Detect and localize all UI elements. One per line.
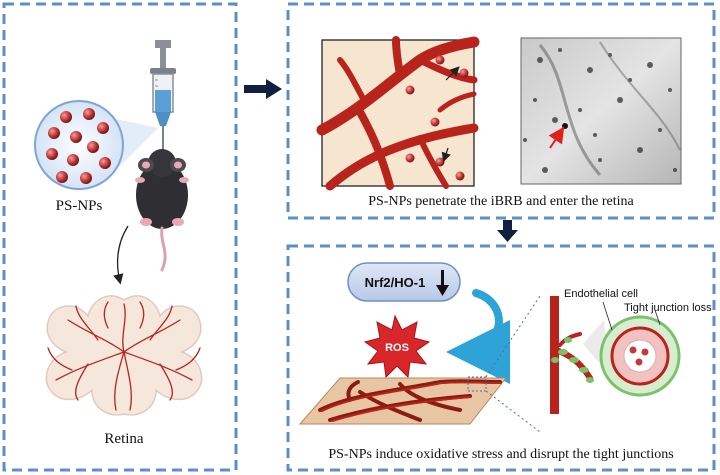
retina-label: Retina bbox=[104, 431, 143, 447]
bottom-right-panel: Nrf2/HO-1 ROS bbox=[286, 244, 716, 472]
cyan-curved-arrow-icon bbox=[446, 289, 511, 384]
left-panel: PS-NPs bbox=[2, 2, 238, 472]
tissue-vessels bbox=[318, 379, 502, 422]
nrf2-label: Nrf2/HO-1 bbox=[365, 275, 426, 290]
np-label: PS-NPs bbox=[56, 198, 103, 214]
particle-arrow-up bbox=[445, 66, 460, 81]
cross-section-icon bbox=[599, 315, 681, 397]
vessel-box bbox=[316, 36, 480, 191]
zoom-line-top bbox=[485, 295, 541, 378]
zoom-line-bottom bbox=[485, 390, 541, 433]
ros-label: ROS bbox=[385, 342, 409, 354]
retina-vessels bbox=[47, 301, 201, 411]
endothelial-label: Endothelial cell bbox=[564, 288, 638, 300]
nanoparticle-bubble bbox=[34, 100, 158, 190]
tight-junction-pointer bbox=[654, 309, 661, 326]
bottom-right-panel-border bbox=[286, 244, 716, 472]
tight-junction-label: Tight junction loss bbox=[624, 302, 712, 314]
nrf2-pill: Nrf2/HO-1 bbox=[347, 262, 461, 302]
left-panel-border bbox=[2, 2, 238, 472]
em-indicator-arrow bbox=[548, 126, 565, 149]
right-arrow-icon bbox=[244, 79, 282, 99]
nanoparticle-group bbox=[46, 108, 111, 184]
decrease-arrow-icon bbox=[436, 270, 449, 296]
particle-markers bbox=[405, 55, 469, 181]
electron-micrograph bbox=[520, 37, 682, 185]
vessel-network bbox=[316, 36, 480, 191]
ros-burst-icon: ROS bbox=[363, 314, 431, 379]
top-right-caption: PS-NPs penetrate the iBRB and enter the … bbox=[368, 194, 634, 209]
endothelial-cells bbox=[551, 337, 594, 383]
zoom-box bbox=[467, 376, 487, 392]
down-arrow-navy-icon bbox=[497, 220, 518, 242]
top-right-panel: PS-NPs penetrate the iBRB and enter the … bbox=[286, 2, 716, 220]
mouse-icon bbox=[135, 149, 189, 272]
endothelial-pointer bbox=[602, 301, 613, 331]
top-right-panel-border bbox=[286, 2, 716, 220]
retina-flatmount bbox=[45, 295, 203, 416]
bottom-right-caption: PS-NPs induce oxidative stress and disru… bbox=[328, 447, 673, 462]
syringe-icon bbox=[150, 40, 176, 150]
down-arrow-icon bbox=[113, 225, 129, 285]
particle-arrow-down bbox=[441, 147, 451, 163]
retina-tissue-sheet bbox=[298, 376, 508, 425]
